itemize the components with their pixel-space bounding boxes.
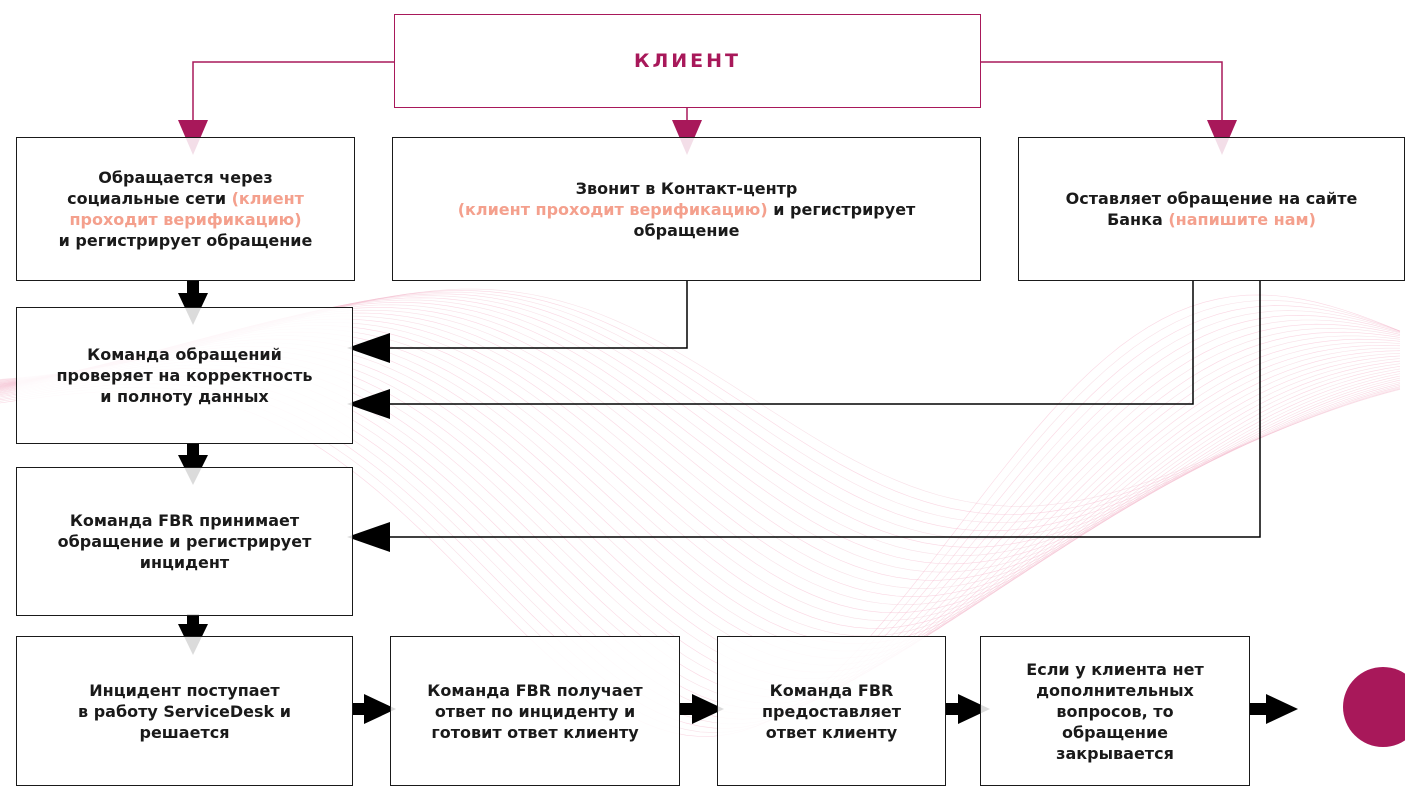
- step-close-text: Если у клиента нет дополнительных вопрос…: [1026, 659, 1204, 763]
- step-fbr-provide-box: Команда FBR предоставляет ответ клиенту: [717, 636, 946, 786]
- shaft-check-fbr: [187, 443, 199, 455]
- channel-site-accent: (напишите нам): [1168, 210, 1316, 229]
- shaft-fbr-servicedesk: [187, 614, 199, 626]
- step-close-box: Если у клиента нет дополнительных вопрос…: [980, 636, 1250, 786]
- shaft-social-check: [187, 281, 199, 293]
- step-servicedesk-box: Инцидент поступает в работу ServiceDesk …: [16, 636, 353, 786]
- channel-social-box: Обращается через социальные сети (клиент…: [16, 137, 355, 281]
- step-fbr-answer-text: Команда FBR получает ответ по инциденту …: [427, 680, 643, 742]
- step-fbr-provide-text: Команда FBR предоставляет ответ клиенту: [761, 680, 902, 742]
- channel-call-accent: (клиент проходит верификацию): [457, 199, 768, 219]
- channel-site-text: Оставляет обращение на сайте Банка (напи…: [1065, 189, 1358, 229]
- arrow-provide-close: [958, 694, 990, 724]
- connector-site-check: [390, 281, 1194, 405]
- channel-social-text: Обращается через социальные сети (клиент…: [58, 168, 313, 250]
- arrow-answer-provide: [692, 694, 724, 724]
- step-fbr-accept-box: Команда FBR принимает обращение и регист…: [16, 467, 353, 616]
- connector-call-check: [390, 281, 688, 349]
- client-label: КЛИЕНТ: [633, 50, 742, 72]
- arrow-call-check: [347, 333, 390, 363]
- end-circle: [1343, 667, 1405, 747]
- channel-social-accent: (клиент проходит верификацию): [69, 189, 304, 229]
- step-servicedesk-text: Инцидент поступает в работу ServiceDesk …: [78, 680, 291, 742]
- arrow-sd-answer: [364, 694, 396, 724]
- shaft-sd-answer: [352, 703, 366, 715]
- step-fbr-accept-text: Команда FBR принимает обращение и регист…: [57, 511, 312, 572]
- arrow-site-check: [347, 389, 390, 419]
- arrow-site-fbr: [347, 522, 390, 552]
- shaft-close-end: [1250, 703, 1268, 715]
- connector-client-site: [981, 61, 1223, 120]
- step-check-text: Команда обращений проверяет на корректно…: [56, 345, 313, 406]
- channel-call-box: Звонит в Контакт-центр (клиент проходит …: [392, 137, 981, 281]
- step-check-box: Команда обращений проверяет на корректно…: [16, 307, 353, 444]
- step-fbr-answer-box: Команда FBR получает ответ по инциденту …: [390, 636, 680, 786]
- connector-site-fbr: [390, 281, 1261, 538]
- channel-call-text: Звонит в Контакт-центр (клиент проходит …: [457, 178, 916, 240]
- client-node: КЛИЕНТ: [394, 14, 981, 108]
- connector-client-social: [192, 61, 394, 120]
- arrow-close-end: [1266, 694, 1298, 724]
- channel-site-box: Оставляет обращение на сайте Банка (напи…: [1018, 137, 1405, 281]
- shaft-provide-close: [946, 703, 960, 715]
- shaft-answer-provide: [680, 703, 694, 715]
